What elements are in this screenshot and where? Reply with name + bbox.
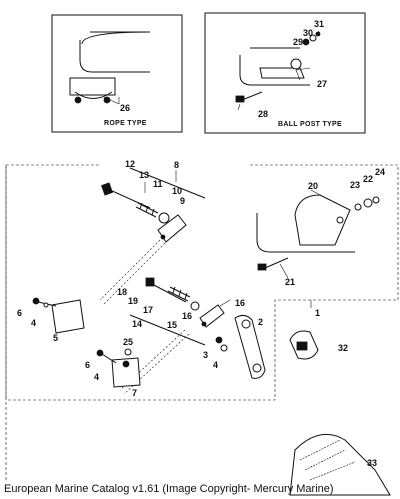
handle-32 [289,330,319,360]
part-label-4: 4 [213,360,218,370]
part-33 [289,433,391,496]
part-label-16: 16 [235,298,245,308]
part-label-21: 21 [285,277,295,287]
part-label-9: 9 [180,196,185,206]
part-label-16: 16 [182,311,192,321]
bracket-5 [32,297,85,334]
leader-lines [118,30,323,308]
ball-post-inset: BALL POST TYPE [204,12,366,134]
cable-adjuster-assembly [99,167,206,305]
part-label-10: 10 [172,186,182,196]
part-label-13: 13 [139,170,149,180]
part-label-11: 11 [153,179,163,189]
part-label-32: 32 [338,343,348,353]
part-label-18: 18 [117,287,127,297]
part-label-23: 23 [350,180,360,190]
part-label-2: 2 [258,317,263,327]
link-arm-2 [215,314,266,379]
rope-type-inset: ROPE TYPE [51,14,183,133]
part-label-15: 15 [167,320,177,330]
part-label-25: 25 [123,337,133,347]
part-label-17: 17 [143,305,153,315]
bracket-7 [96,348,141,388]
part-label-3: 3 [203,350,208,360]
part-label-6: 6 [85,360,90,370]
bracket-20-assembly [256,194,380,271]
part-label-30: 30 [303,28,313,38]
part-label-1: 1 [315,308,320,318]
part-label-33: 33 [367,458,377,468]
part-label-31: 31 [314,19,324,29]
part-label-19: 19 [128,296,138,306]
part-label-4: 4 [94,372,99,382]
part-label-14: 14 [132,319,142,329]
part-label-26: 26 [120,103,130,113]
part-label-7: 7 [132,388,137,398]
part-label-24: 24 [375,167,385,177]
part-label-28: 28 [258,109,268,119]
part-label-27: 27 [317,79,327,89]
rope-type-caption: ROPE TYPE [104,120,147,127]
part-label-29: 29 [293,37,303,47]
part-labels: 1 2 3 4 4 4 5 6 6 7 8 9 10 11 12 13 14 1… [17,19,385,468]
part-label-22: 22 [363,174,373,184]
part-label-4: 4 [31,318,36,328]
part-label-8: 8 [174,160,179,170]
part-label-20: 20 [308,181,318,191]
part-label-6: 6 [17,308,22,318]
copyright-caption: European Marine Catalog v1.61 (Image Cop… [4,483,334,495]
part-label-12: 12 [125,159,135,169]
ball-post-caption: BALL POST TYPE [278,121,342,128]
part-label-5: 5 [53,333,58,343]
